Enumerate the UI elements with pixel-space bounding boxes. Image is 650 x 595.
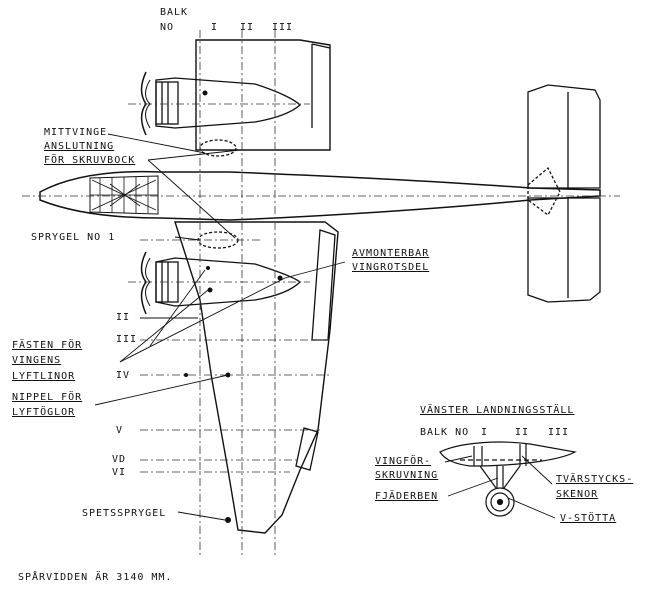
callout-vingens: VINGENS	[12, 355, 62, 366]
inset-skenor: SKENOR	[556, 489, 599, 500]
callout-for-skruvbock: FÖR SKRUVBOCK	[44, 155, 136, 166]
inset-tvarstycks: TVÄRSTYCKS-	[556, 474, 634, 485]
upper-wing	[195, 39, 331, 151]
lower-propeller	[140, 251, 147, 315]
tail-plane-lower	[527, 197, 601, 303]
inset-spar-iii: III	[548, 427, 570, 438]
inset-title: VÄNSTER LANDNINGSSTÄLL	[420, 405, 575, 416]
inset-vingfor: VINGFÖR-	[375, 456, 432, 467]
landing-gear-inset	[439, 441, 577, 517]
footer-note: SPÅRVIDDEN ÄR 3140 MM.	[18, 572, 173, 583]
callout-nippel-for: NIPPEL FÖR	[12, 392, 83, 403]
rib-label-vi: VI	[112, 467, 127, 478]
upper-propeller	[140, 71, 147, 136]
tail-plane-upper	[527, 84, 601, 189]
lower-wing	[174, 221, 339, 534]
rib-label-iv: IV	[116, 370, 131, 381]
balk-header: BALK	[160, 7, 189, 18]
inset-balk-no: BALK NO	[420, 427, 470, 438]
callout-fasten-for: FÄSTEN FÖR	[12, 340, 83, 351]
spar-label-ii: II	[240, 22, 255, 33]
spar-label-i: I	[211, 22, 219, 33]
callout-sprygel-no-1: SPRYGEL NO 1	[31, 232, 116, 243]
rib-label-v: V	[116, 425, 124, 436]
inset-fjaderben: FJÄDERBEN	[375, 491, 439, 502]
inset-skruvning: SKRUVNING	[375, 470, 439, 481]
no-header: NO	[160, 22, 175, 33]
callout-avmonterbar: AVMONTERBAR	[352, 248, 430, 259]
callout-vingrotsdel: VINGROTSDEL	[352, 262, 430, 273]
callout-lyftlinor: LYFTLINOR	[12, 371, 76, 382]
inset-spar-i: I	[481, 427, 489, 438]
inset-v-stotta: V-STÖTTA	[560, 513, 617, 524]
spar-label-iii: III	[272, 22, 294, 33]
rib-label-vd: VD	[112, 454, 127, 465]
cockpit-frame	[90, 177, 158, 213]
inset-spar-ii: II	[515, 427, 530, 438]
callout-spetssprygel: SPETSSPRYGEL	[82, 508, 167, 519]
callout-mittvinge: MITTVINGE	[44, 127, 108, 138]
callout-anslutning: ANSLUTNING	[44, 141, 115, 152]
rib-label-ii: II	[116, 312, 131, 323]
upper-engine-nacelle	[155, 77, 301, 129]
callout-lyftoglor: LYFTÖGLOR	[12, 407, 76, 418]
rib-label-iii: III	[116, 334, 138, 345]
